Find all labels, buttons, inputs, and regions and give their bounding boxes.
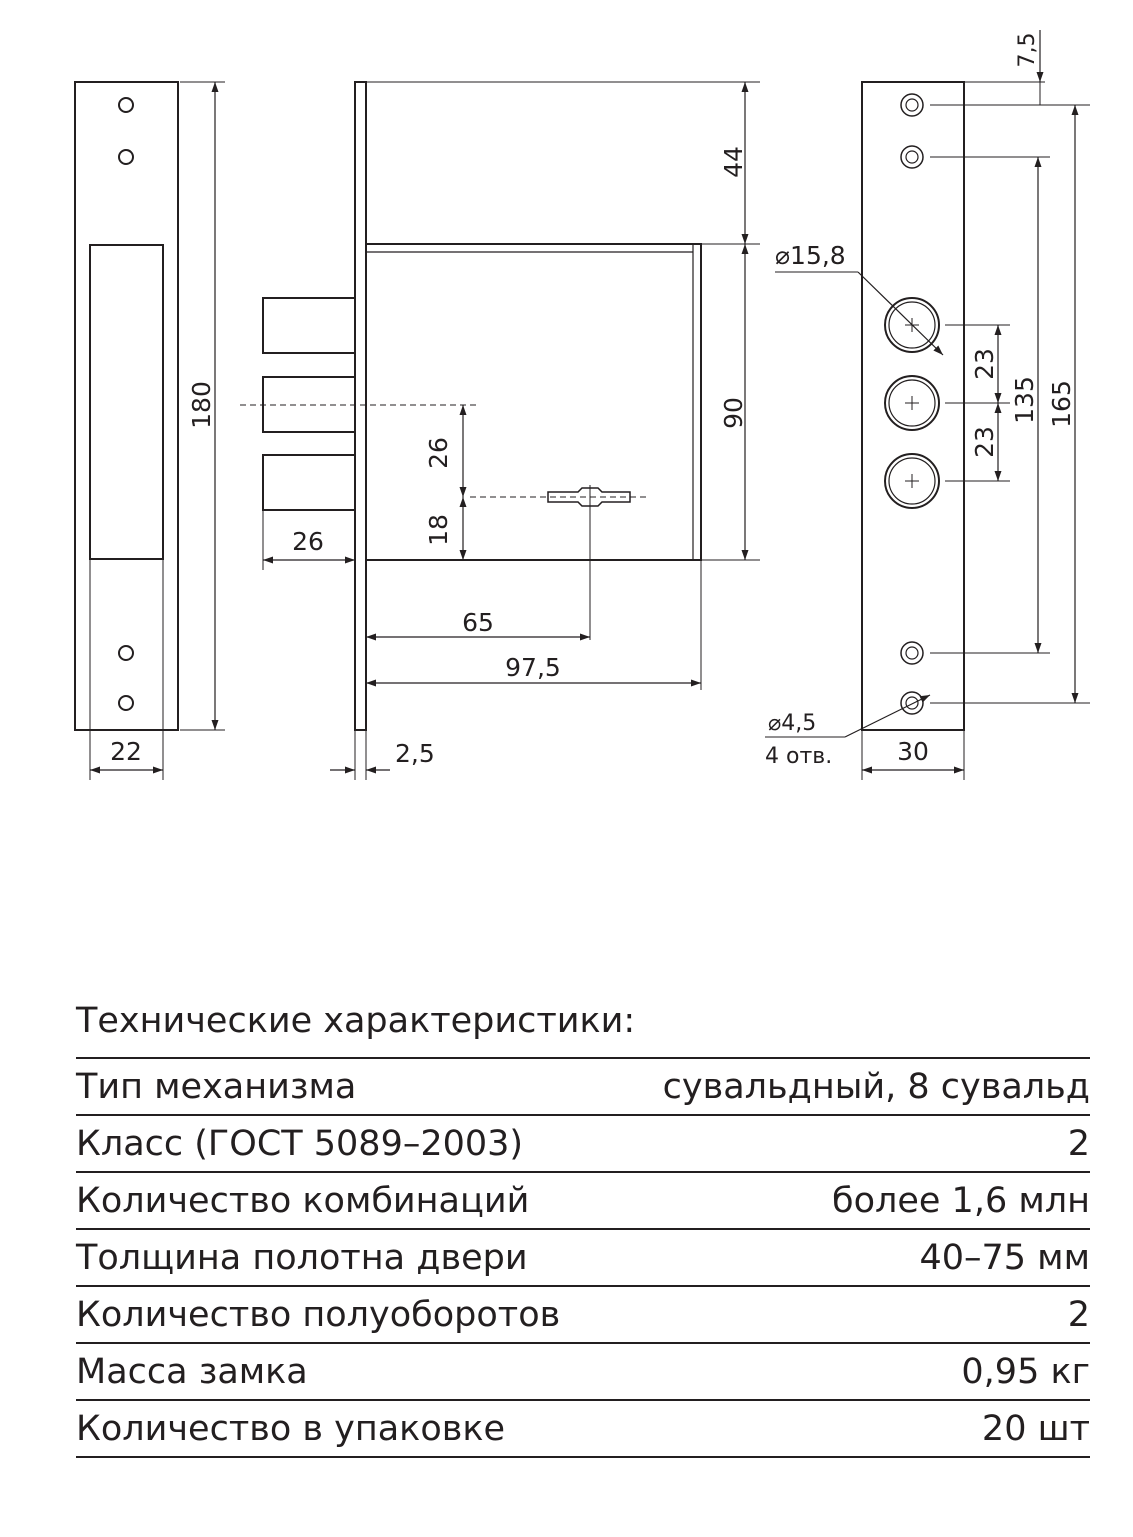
spec-value: 2 [1067,1294,1090,1335]
spec-row: Количество комбинаций более 1,6 млн [76,1173,1090,1230]
faceplate-bolt-hole [884,297,940,353]
dim-body-height: 90 [719,397,748,429]
spec-label: Толщина полотна двери [76,1237,528,1278]
spec-table-top-rule [76,1057,1090,1059]
spec-row: Количество полуоборотов 2 [76,1287,1090,1344]
spec-row: Толщина полотна двери 40–75 мм [76,1230,1090,1287]
spec-row: Тип механизма сувальдный, 8 сувальд [76,1059,1090,1116]
dim-inner-hole-spacing: 135 [1010,376,1039,424]
dim-bolt-pitch: 26 [424,437,453,469]
dim-bolt-hole-diameter: ⌀15,8 [775,241,846,270]
spec-value: 40–75 мм [919,1237,1090,1278]
spec-table-title: Технические характеристики: [76,1001,636,1041]
spec-value: 2 [1067,1123,1090,1164]
spec-value: сувальдный, 8 сувальд [662,1066,1090,1107]
technical-drawing: 180 22 44 90 26 18 26 [74,30,1090,780]
strike-plate-bolt-cutout [89,244,164,560]
faceplate-outline [861,81,965,731]
strike-plate-outline [74,81,179,731]
strike-plate-view [74,81,225,780]
faceplate-mount-hole [900,691,924,715]
spec-label: Масса замка [76,1351,308,1392]
lock-bolt-bottom [262,454,356,511]
spec-table: Технические характеристики: Тип механизм… [76,995,1090,1458]
lock-case [365,243,702,561]
spec-value: более 1,6 млн [831,1180,1090,1221]
lock-faceplate-side [354,81,367,731]
spec-label: Класс (ГОСТ 5089–2003) [76,1123,524,1164]
faceplate-mount-hole [900,641,924,665]
lock-bolt-top [262,297,356,354]
strike-plate-screw-hole [118,645,134,661]
faceplate-view [765,30,1090,780]
dim-bolt-spacing-bottom: 23 [970,426,999,458]
spec-label: Количество комбинаций [76,1180,530,1221]
dim-faceplate-thickness: 2,5 [395,739,435,768]
strike-plate-screw-hole [118,97,134,113]
leader-bolt-hole [857,271,944,356]
strike-plate-screw-hole [118,149,134,165]
spec-value: 20 шт [981,1408,1090,1449]
spec-row: Масса замка 0,95 кг [76,1344,1090,1401]
dim-mount-hole-diameter: ⌀4,5 [768,711,816,736]
strike-plate-screw-hole [118,695,134,711]
leader-mount-hole [844,694,931,738]
dim-backset: 65 [462,608,494,637]
dim-strike-height: 180 [187,381,216,429]
dim-strike-width: 22 [110,737,142,766]
dim-bolt-spacing-top: 23 [970,348,999,380]
faceplate-bolt-hole [884,375,940,431]
spec-label: Количество полуоборотов [76,1294,561,1335]
spec-value: 0,95 кг [961,1351,1090,1392]
dim-outer-hole-spacing: 165 [1047,380,1076,428]
faceplate-mount-hole [900,93,924,117]
faceplate-mount-hole [900,145,924,169]
dim-keyhole-offset: 18 [424,514,453,546]
spec-row: Класс (ГОСТ 5089–2003) 2 [76,1116,1090,1173]
keyhole [547,487,631,507]
dim-faceplate-width: 30 [897,737,929,766]
spec-label: Тип механизма [76,1066,357,1107]
faceplate-bolt-hole [884,453,940,509]
dim-mount-hole-count: 4 отв. [765,744,832,769]
dim-top-offset: 44 [719,146,748,178]
dim-depth: 97,5 [505,653,561,682]
spec-row: Количество в упаковке 20 шт [76,1401,1090,1458]
spec-label: Количество в упаковке [76,1408,506,1449]
dim-bolt-throw: 26 [292,527,324,556]
dim-top-margin: 7,5 [1015,33,1040,68]
lock-body-view [240,81,760,780]
